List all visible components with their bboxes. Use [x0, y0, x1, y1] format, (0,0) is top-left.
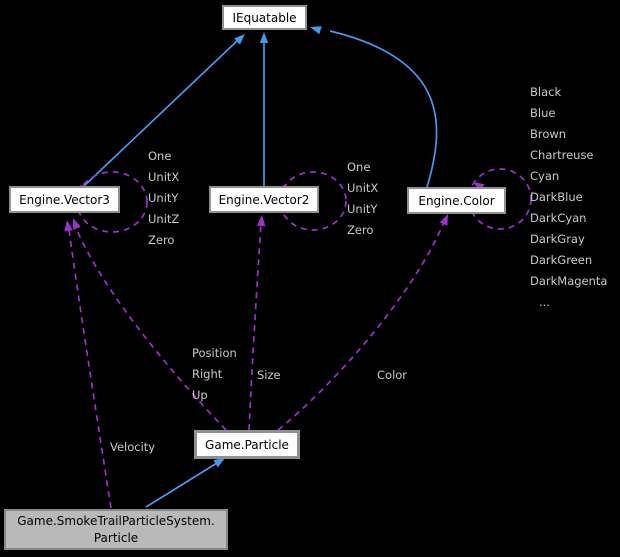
edge-label: One	[347, 160, 371, 174]
edge-label: UnitX	[347, 181, 379, 195]
edge-label: Zero	[347, 223, 374, 237]
edge-label: Position	[192, 346, 237, 360]
edge-label-ellipsis: ...	[539, 295, 550, 309]
edge-label: Black	[530, 85, 562, 99]
vector3-self-loop-labels: One UnitX UnitY UnitZ Zero	[148, 146, 179, 251]
particle-to-color-label: Color	[377, 368, 408, 382]
edge-label: DarkCyan	[530, 211, 587, 225]
node-engine-vector3[interactable]: Engine.Vector3	[9, 186, 120, 213]
node-iequatable[interactable]: IEquatable	[222, 5, 307, 30]
edge-label: UnitX	[148, 170, 180, 184]
particle-to-vector2-label: Size	[257, 368, 281, 382]
edge-label: Chartreuse	[530, 148, 594, 162]
edge-label: Blue	[530, 106, 556, 120]
edge-label: Cyan	[530, 169, 560, 183]
node-game-particle[interactable]: Game.Particle	[194, 430, 300, 459]
particle-to-vector3-labels: Position Right Up	[192, 343, 237, 406]
edge-particle-to-vector3	[72, 218, 227, 431]
edge-color-to-iequatable	[310, 26, 438, 188]
smoketrail-to-vector3-label: Velocity	[110, 440, 156, 454]
edge-smoketrail-to-vector3	[64, 220, 112, 509]
edge-label: DarkBlue	[530, 190, 583, 204]
edge-label: DarkMagenta	[530, 274, 608, 288]
smoketrail-label-line2: Particle	[93, 530, 139, 545]
edge-label: Up	[192, 388, 208, 402]
node-engine-color[interactable]: Engine.Color	[407, 187, 506, 214]
edge-particle-to-vector2	[248, 215, 266, 431]
node-smoketrail-particle[interactable]: Game.SmokeTrailParticleSystem. Particle	[4, 509, 228, 550]
edge-label: UnitY	[148, 191, 179, 205]
edge-label: Zero	[148, 233, 175, 247]
node-engine-vector2[interactable]: Engine.Vector2	[209, 186, 319, 213]
color-self-loop-labels: Black Blue Brown Chartreuse Cyan DarkBlu…	[530, 82, 607, 313]
edge-label: DarkGreen	[530, 253, 593, 267]
edge-smoketrail-to-particle	[145, 458, 225, 508]
edge-color-self-loop	[468, 168, 532, 230]
edge-vector3-to-iequatable	[83, 34, 245, 187]
edge-vector2-to-iequatable	[259, 32, 269, 186]
edge-label: Brown	[530, 127, 567, 141]
edge-label: UnitZ	[148, 212, 180, 226]
edge-label: One	[148, 149, 172, 163]
edge-particle-to-color	[277, 214, 448, 431]
smoketrail-label-line1: Game.SmokeTrailParticleSystem.	[17, 513, 215, 528]
edge-label: Right	[192, 367, 223, 381]
vector2-self-loop-labels: One UnitX UnitY Zero	[347, 157, 378, 241]
edge-label: DarkGray	[530, 232, 585, 246]
edge-label: UnitY	[347, 202, 378, 216]
